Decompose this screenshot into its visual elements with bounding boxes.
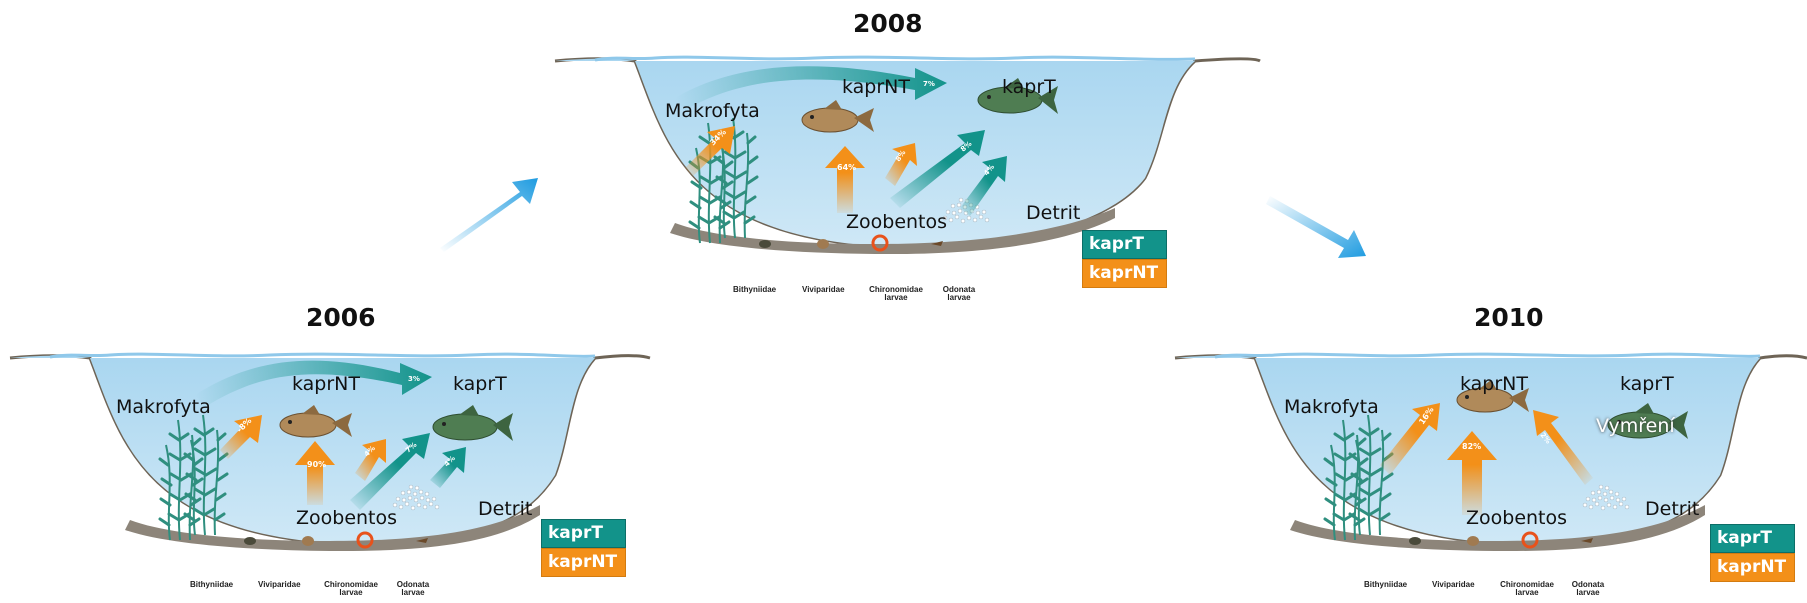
legend-kaprt: kaprT xyxy=(1710,524,1795,553)
pct-mak-t: 3% xyxy=(408,375,420,383)
sediment-label-bithyniidae: Bithyniidae xyxy=(733,285,777,294)
pct-mak-t: 7% xyxy=(923,80,935,88)
year-title-2008: 2008 xyxy=(853,9,923,38)
pct-zoo-nt: 64% xyxy=(837,163,856,172)
label-detrit: Detrit xyxy=(1026,202,1081,224)
sediment-label-viviparidae: Viviparidae xyxy=(1432,580,1475,589)
label-kaprt: kaprT xyxy=(1620,373,1674,395)
legend-kaprnt: kaprNT xyxy=(541,548,626,577)
transition-arrow-2008-2010 xyxy=(1266,196,1366,258)
sediment-label-bithyniidae: Bithyniidae xyxy=(190,580,234,589)
label-zoobentos: Zoobentos xyxy=(1466,507,1568,529)
legend-kaprt: kaprT xyxy=(1082,230,1167,259)
label-makrofyta: Makrofyta xyxy=(116,396,211,418)
sediment-label-viviparidae: Viviparidae xyxy=(258,580,301,589)
pct-zoo-nt: 82% xyxy=(1462,442,1481,451)
pond-2006: -8% 90% 4% 7% 4% 3% xyxy=(9,352,651,552)
legend-2010: kaprT kaprNT xyxy=(1710,524,1795,582)
label-kaprnt: kaprNT xyxy=(292,373,361,395)
sediment-label-odonata: Odonata larvae xyxy=(396,580,430,597)
label-zoobentos: Zoobentos xyxy=(846,211,948,233)
label-detrit: Detrit xyxy=(1645,498,1700,520)
pct-zoo-nt: 90% xyxy=(307,460,326,469)
label-kaprnt: kaprNT xyxy=(1460,373,1529,395)
sediment-label-chironomidae: Chironomidae larvae xyxy=(324,580,378,597)
legend-kaprnt: kaprNT xyxy=(1710,553,1795,582)
label-makrofyta: Makrofyta xyxy=(1284,396,1379,418)
legend-kaprt: kaprT xyxy=(541,519,626,548)
legend-kaprnt: kaprNT xyxy=(1082,259,1167,288)
label-kaprt: kaprT xyxy=(453,373,507,395)
year-title-2010: 2010 xyxy=(1474,303,1544,332)
label-detrit: Detrit xyxy=(478,498,533,520)
legend-2008: kaprT kaprNT xyxy=(1082,230,1167,288)
label-zoobentos: Zoobentos xyxy=(296,507,398,529)
sediment-label-viviparidae: Viviparidae xyxy=(802,285,845,294)
transition-arrow-2006-2008 xyxy=(440,178,538,252)
pond-2010: 16% 82% 2% xyxy=(1174,352,1807,552)
sediment-label-odonata: Odonata larvae xyxy=(942,285,976,302)
legend-2006: kaprT kaprNT xyxy=(541,519,626,577)
sediment-label-chironomidae: Chironomidae larvae xyxy=(869,285,923,302)
label-vymreni: Vymření xyxy=(1596,415,1675,437)
label-kaprnt: kaprNT xyxy=(842,76,911,98)
pond-2008: 34% 64% 8% 8% 4% 7% xyxy=(554,55,1261,255)
label-kaprt: kaprT xyxy=(1002,76,1056,98)
label-makrofyta: Makrofyta xyxy=(665,100,760,122)
sediment-label-chironomidae: Chironomidae larvae xyxy=(1500,580,1554,597)
year-title-2006: 2006 xyxy=(306,303,376,332)
sediment-label-odonata: Odonata larvae xyxy=(1571,580,1605,597)
sediment-label-bithyniidae: Bithyniidae xyxy=(1364,580,1408,589)
